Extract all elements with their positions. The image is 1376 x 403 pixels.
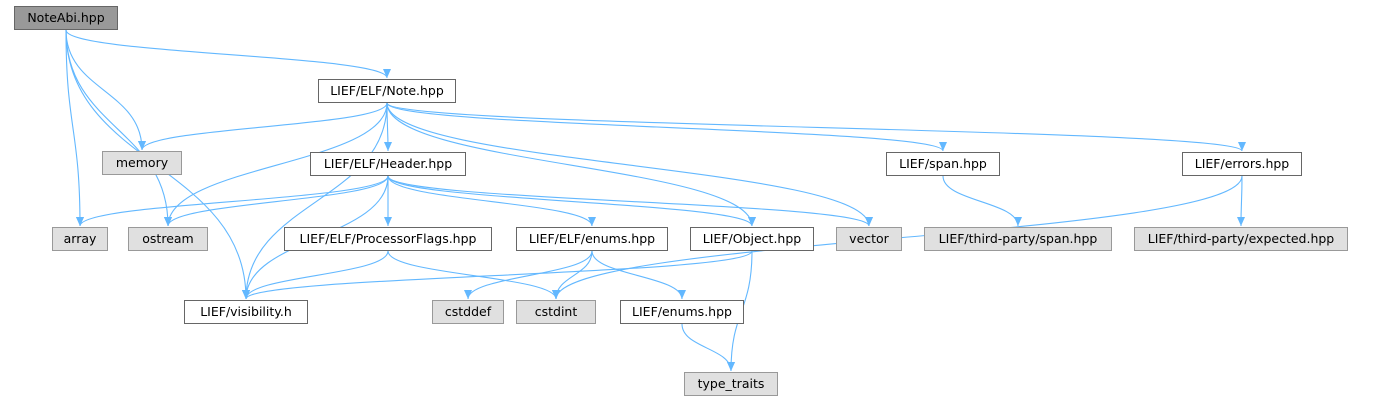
edge-header-to-elfenums [387,175,596,227]
node-object-hpp[interactable]: LIEF/Object.hpp [690,227,814,251]
node-noteabi-hpp[interactable]: NoteAbi.hpp [14,6,118,30]
edge-header-to-array [76,175,389,227]
node-elf-enums-hpp[interactable]: LIEF/ELF/enums.hpp [516,227,668,251]
edge-elfenums-to-cstdint [552,250,593,300]
edge-procflags-to-visibility [242,250,389,300]
node-elf-header-hpp[interactable]: LIEF/ELF/Header.hpp [310,152,466,176]
node-enums-hpp[interactable]: LIEF/enums.hpp [620,300,744,324]
node-array: array [52,227,108,251]
edge-noteabi-to-ostream [65,29,172,227]
node-vector: vector [836,227,902,251]
node-type-traits: type_traits [684,372,778,396]
edge-noteabi-to-array [65,29,84,227]
node-ostream: ostream [128,227,208,251]
edge-note-to-errors [386,102,1246,152]
node-cstddef: cstddef [432,300,504,324]
edge-noteabi-to-note [65,29,391,79]
node-memory: memory [102,151,182,175]
edge-note-to-ostream [164,102,388,227]
edge-note-to-object [386,102,756,227]
edge-enums-to-typetraits [681,323,735,372]
edge-note-to-memory [138,102,388,151]
edge-note-to-visibility [242,102,388,300]
node-third-party-expected-hpp: LIEF/third-party/expected.hpp [1134,227,1348,251]
node-elf-note-hpp[interactable]: LIEF/ELF/Note.hpp [318,79,456,103]
edge-header-to-vector [387,175,873,227]
edge-procflags-to-cstdint [387,250,560,300]
node-elf-processorflags-hpp[interactable]: LIEF/ELF/ProcessorFlags.hpp [284,227,492,251]
edge-span-to-tpspan [942,175,1022,227]
node-third-party-span-hpp: LIEF/third-party/span.hpp [924,227,1112,251]
edge-elfenums-to-enums [591,250,686,300]
node-errors-hpp[interactable]: LIEF/errors.hpp [1182,152,1302,176]
edge-errors-to-tpexpected [1237,175,1246,227]
edge-note-to-span [386,102,947,152]
edge-elfenums-to-cstddef [464,250,593,300]
node-cstdint: cstdint [516,300,596,324]
node-span-hpp[interactable]: LIEF/span.hpp [886,152,1000,176]
edge-note-to-vector [386,102,873,227]
edge-object-to-visibility [242,250,753,300]
node-visibility-h[interactable]: LIEF/visibility.h [184,300,308,324]
edge-header-to-ostream [164,175,389,227]
edge-header-to-object [387,175,756,227]
edge-noteabi-to-memory [65,29,146,151]
